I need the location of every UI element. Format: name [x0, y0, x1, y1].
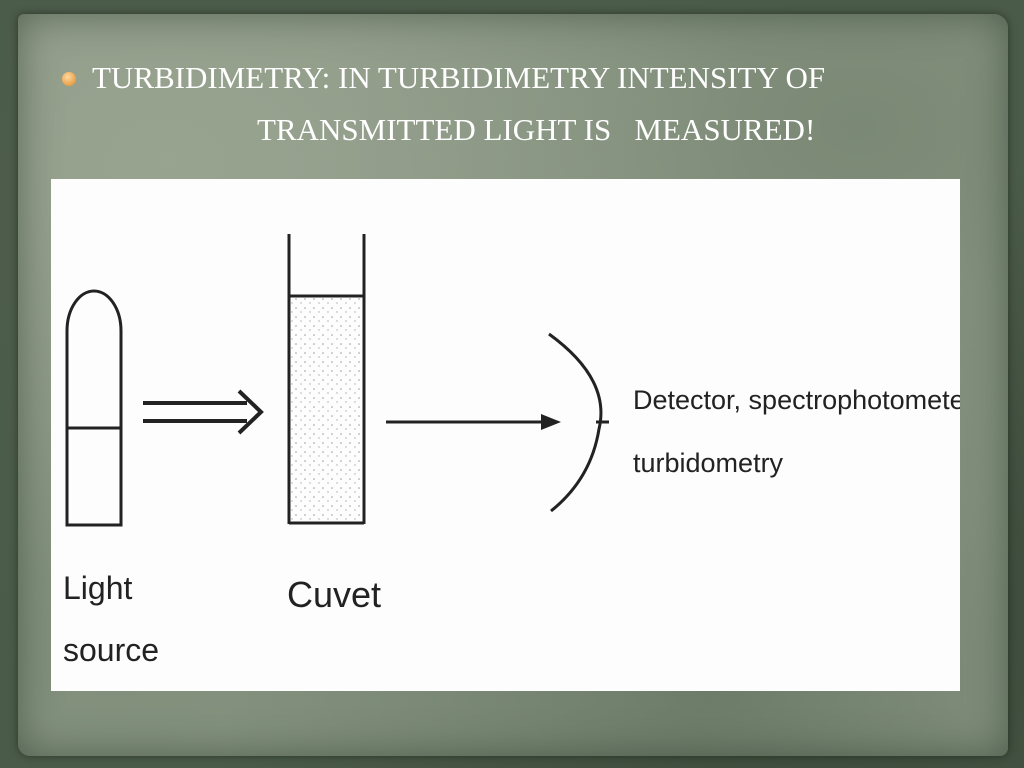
detector-label-line2: turbidometry: [633, 448, 784, 478]
detector-label-line1: Detector, spectrophotometer: [633, 385, 960, 415]
cuvet-label: Cuvet: [287, 574, 381, 615]
diagram-canvas: Light source Cuvet Detector, spectrophot…: [63, 234, 960, 668]
light-source-label-line1: Light: [63, 570, 133, 606]
bullet-icon: [62, 72, 76, 86]
light-source-lamp: [65, 289, 123, 527]
double-arrow-icon: [143, 389, 264, 435]
slide-title-line1: TURBIDIMETRY: IN TURBIDIMETRY INTENSITY …: [92, 60, 826, 95]
light-source-label-line2: source: [63, 632, 159, 668]
detector-icon: [548, 332, 609, 513]
cuvet-icon: [287, 234, 366, 525]
slide-title-line2: TRANSMITTED LIGHT IS MEASURED!: [257, 112, 816, 147]
turbidimetry-diagram: Light source Cuvet Detector, spectrophot…: [51, 179, 960, 691]
arrow-icon: [386, 414, 561, 430]
